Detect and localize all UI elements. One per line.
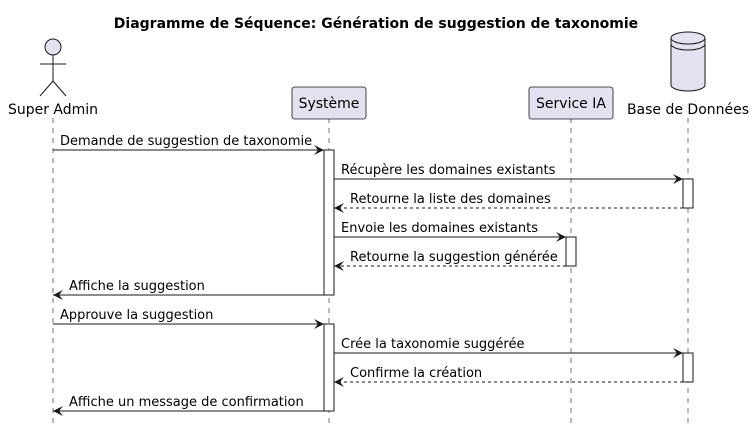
message: Retourne la liste des domaines — [334, 192, 683, 213]
message: Demande de suggestion de taxonomie — [53, 134, 324, 155]
activation-bars — [323, 149, 694, 412]
participant-ia: Service IA — [528, 86, 614, 120]
actor-icon — [39, 38, 67, 97]
message-label: Crée la taxonomie suggérée — [341, 337, 524, 352]
message: Retourne la suggestion générée — [334, 250, 566, 271]
message-label: Récupère les domaines existants — [341, 163, 556, 178]
database-icon — [670, 31, 706, 92]
message: Récupère les domaines existants — [334, 163, 683, 184]
participant-box — [528, 86, 614, 120]
activation-bar-ia — [565, 236, 577, 267]
message: Approuve la suggestion — [53, 308, 324, 329]
message-label: Confirme la création — [350, 366, 482, 381]
activation-bar-db — [682, 352, 694, 383]
participant-label: Base de Données — [627, 102, 749, 118]
participant-sys: Système — [291, 86, 367, 120]
activation-bar-sys — [323, 149, 335, 296]
participants: Super Admin Système Service IA Base de Donn… — [8, 31, 749, 120]
message: Affiche la suggestion — [53, 279, 324, 300]
activation-bar-sys — [323, 323, 335, 412]
message-label: Envoie les domaines existants — [341, 221, 538, 236]
activation-bar-db — [682, 178, 694, 209]
message-label: Retourne la liste des domaines — [350, 192, 551, 207]
message: Crée la taxonomie suggérée — [334, 337, 683, 358]
message-label: Retourne la suggestion générée — [350, 250, 558, 265]
message: Confirme la création — [334, 366, 683, 387]
diagram-title: Diagramme de Séquence: Génération de sug… — [114, 16, 638, 32]
messages: Demande de suggestion de taxonomieRécupè… — [53, 134, 683, 416]
participant-box — [291, 86, 367, 120]
message-label: Affiche un message de confirmation — [69, 395, 304, 410]
participant-admin: Super Admin — [8, 38, 98, 118]
message-label: Demande de suggestion de taxonomie — [60, 134, 312, 149]
participant-label: Service IA — [536, 96, 606, 112]
message-label: Approuve la suggestion — [60, 308, 213, 323]
message: Envoie les domaines existants — [334, 221, 566, 242]
participant-db: Base de Données — [627, 31, 749, 118]
message-label: Affiche la suggestion — [69, 279, 205, 294]
message: Affiche un message de confirmation — [53, 395, 324, 416]
participant-label: Super Admin — [8, 102, 98, 118]
participant-label: Système — [299, 96, 360, 112]
